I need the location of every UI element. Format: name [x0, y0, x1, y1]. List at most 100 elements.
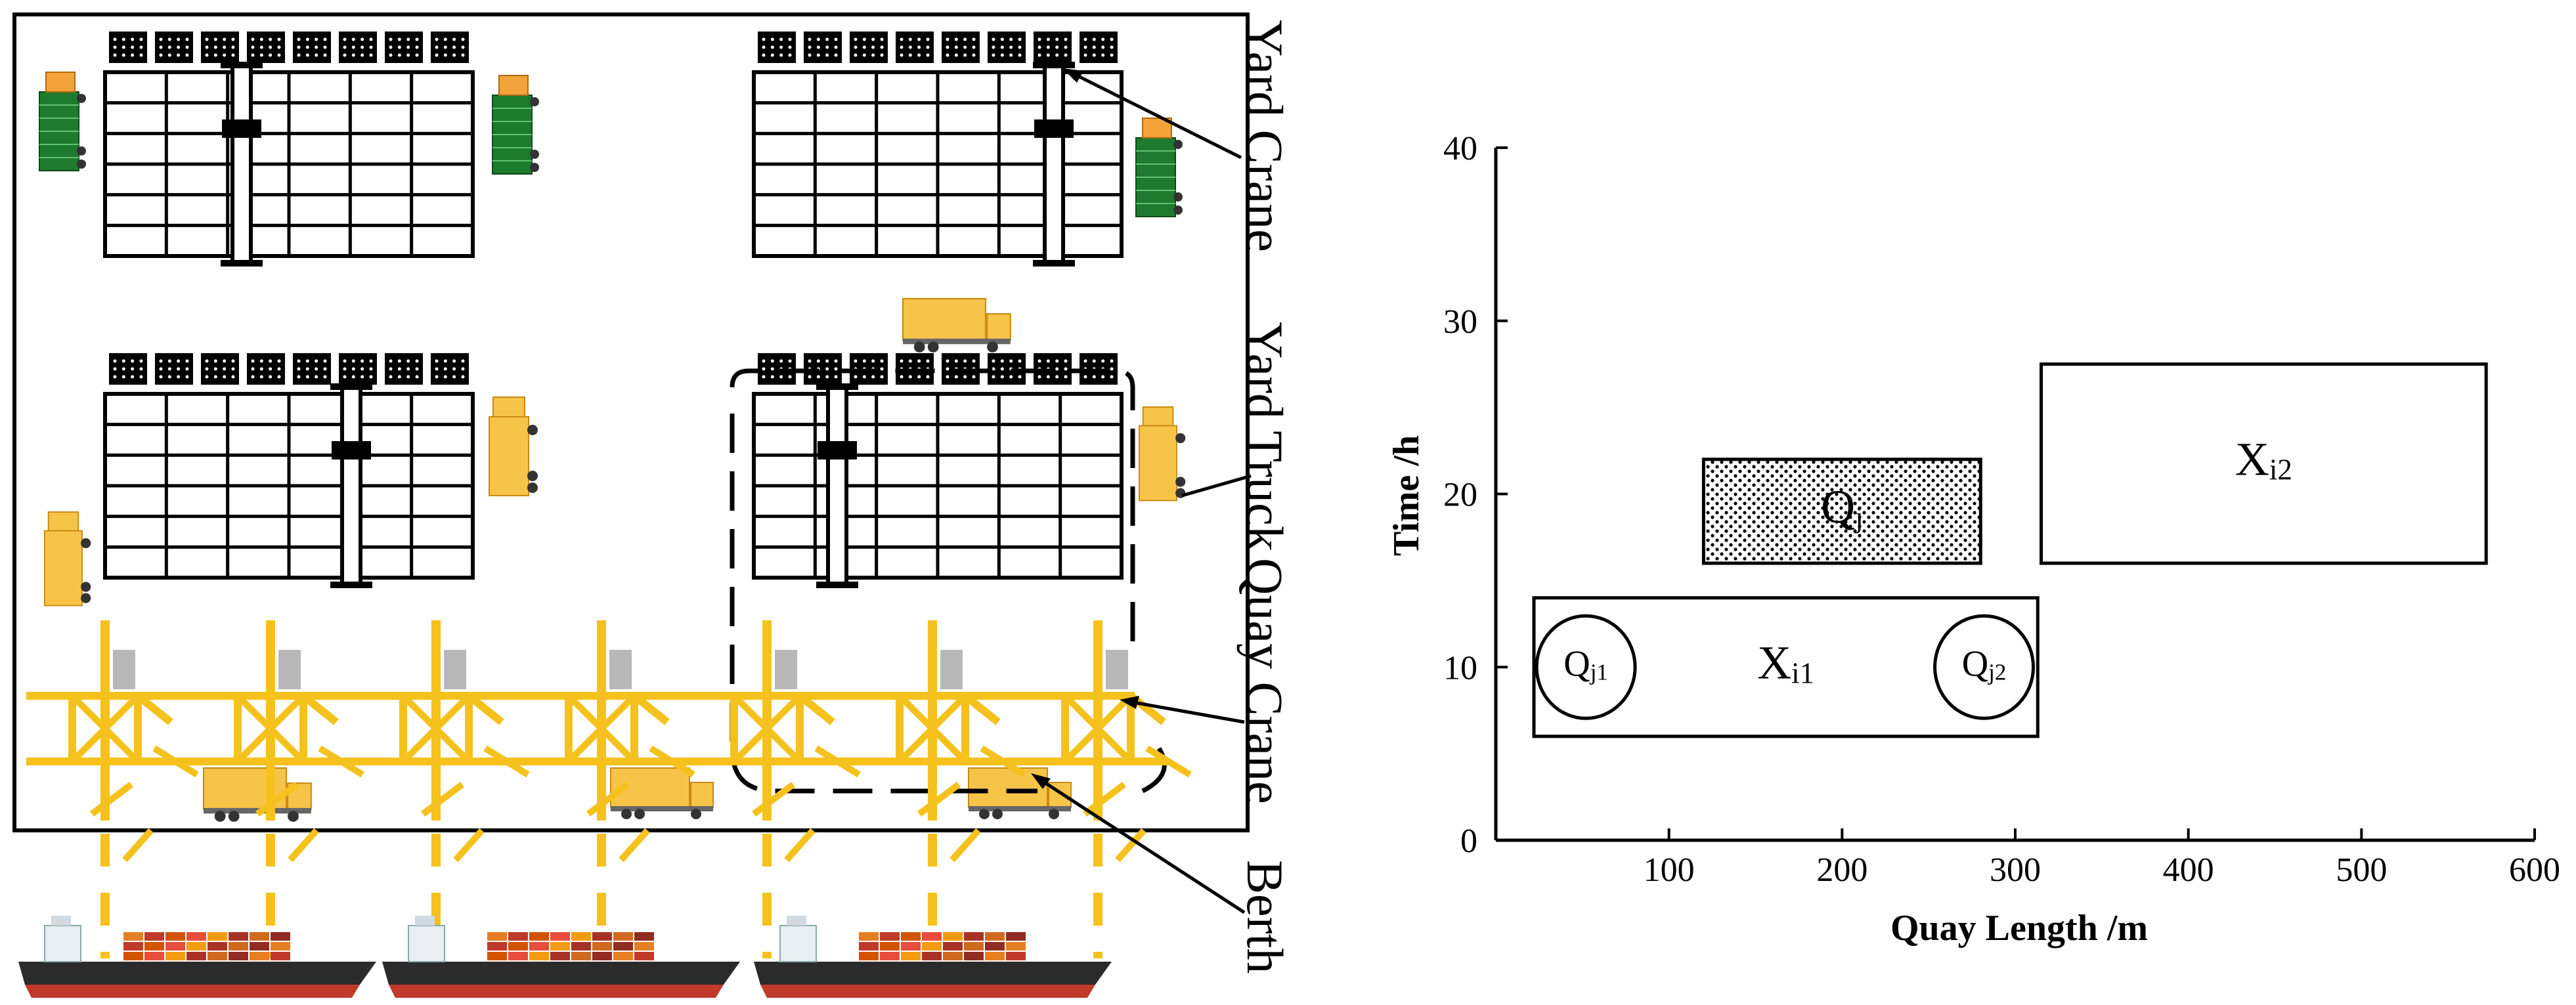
container-dot — [251, 359, 255, 363]
container-dot — [113, 37, 117, 41]
container-dot — [908, 37, 912, 41]
container-dot — [159, 45, 163, 49]
container-dot — [1000, 37, 1004, 41]
ship-container — [922, 932, 942, 941]
container-dot — [461, 45, 465, 49]
berth-line-diag — [784, 828, 816, 863]
container-dot — [223, 53, 227, 57]
container-dot — [871, 37, 875, 41]
ship-container — [859, 942, 879, 951]
ship-bridge — [408, 925, 445, 962]
quay-crane-arm — [421, 782, 464, 817]
quay-crane-arm — [483, 745, 530, 778]
ship-container — [207, 942, 227, 951]
container-dot — [1110, 367, 1114, 371]
container-dot — [277, 375, 281, 379]
container-dot — [297, 45, 301, 49]
container-dot — [277, 45, 281, 49]
container-dot — [871, 375, 875, 379]
container-dot — [185, 45, 189, 49]
container-dot — [770, 45, 774, 49]
quay-crane-cab — [775, 650, 797, 689]
quay-crane — [730, 620, 861, 821]
container-dot — [389, 375, 393, 379]
container-dot — [121, 45, 125, 49]
container-dot — [871, 53, 875, 57]
container-dot — [369, 359, 373, 363]
truck-wheel — [527, 425, 538, 435]
x-axis-label: Quay Length /m — [1890, 908, 2148, 949]
ship-container — [250, 942, 269, 951]
container-dot — [1101, 45, 1105, 49]
quay-crane-cab — [278, 650, 301, 689]
quay-crane-frame — [399, 692, 473, 765]
container-dot — [435, 37, 439, 41]
container-dot — [954, 53, 958, 57]
container-dot — [315, 359, 318, 363]
ship-container — [859, 932, 879, 941]
container-dot — [251, 37, 255, 41]
ship-container — [250, 952, 269, 960]
container-dot — [808, 37, 812, 41]
quay-crane-frame — [896, 692, 969, 765]
container-dot — [908, 359, 912, 363]
ship-bridge-top — [787, 916, 806, 926]
container-dot — [1101, 375, 1105, 379]
berth-dashed-lines — [100, 828, 1146, 958]
container-dot — [205, 375, 209, 379]
ship-container — [592, 952, 612, 960]
yard-truck-mid — [489, 396, 538, 496]
container-dot — [269, 53, 273, 57]
container-dot — [185, 359, 189, 363]
ship-container — [943, 952, 963, 960]
container-dot — [113, 45, 117, 49]
container-dot — [972, 53, 976, 57]
container-dot — [917, 37, 921, 41]
container-dot — [167, 359, 171, 363]
container-dot — [1083, 37, 1087, 41]
container-dot — [315, 375, 318, 379]
container-dot — [121, 37, 125, 41]
container-dot — [443, 53, 447, 57]
quay-crane-label: Quay Crane — [1236, 558, 1294, 804]
quay-crane — [1061, 620, 1192, 821]
container-dot — [1101, 359, 1105, 363]
container-dot — [1064, 37, 1068, 41]
container-dot — [259, 45, 263, 49]
container-dot — [435, 359, 439, 363]
container-dot — [351, 359, 355, 363]
quay-crane-brace — [235, 693, 306, 764]
container-dot — [139, 367, 143, 371]
ship-container — [985, 932, 1005, 941]
yard-crane-trolley — [1034, 119, 1074, 138]
truck-wheel — [987, 341, 998, 353]
quay-crane-arm — [255, 782, 299, 817]
truck-wheel — [530, 97, 539, 106]
container-dot — [452, 45, 456, 49]
container-dot — [389, 37, 393, 41]
yard-block — [752, 353, 1124, 588]
container-dot — [992, 375, 995, 379]
yard-crane-leg — [230, 64, 253, 265]
container-dot — [1064, 367, 1068, 371]
container-dot — [297, 359, 301, 363]
container-dot — [972, 37, 976, 41]
container-dot — [259, 367, 263, 371]
container-dot — [177, 375, 181, 379]
truck-wheel — [288, 811, 299, 822]
ship-container — [964, 942, 984, 951]
container-dot — [1009, 359, 1013, 363]
berth-line-diag — [288, 828, 319, 863]
ship-container — [186, 942, 206, 951]
container-dot — [1110, 359, 1114, 363]
container-dot — [992, 367, 995, 371]
yard-truck-left — [44, 511, 91, 607]
container-dot — [762, 375, 766, 379]
container-dot — [159, 375, 163, 379]
ship-container — [1006, 932, 1026, 941]
container-dot — [269, 375, 273, 379]
container-dot — [461, 367, 465, 371]
container-dot — [954, 45, 958, 49]
container-dot — [177, 359, 181, 363]
